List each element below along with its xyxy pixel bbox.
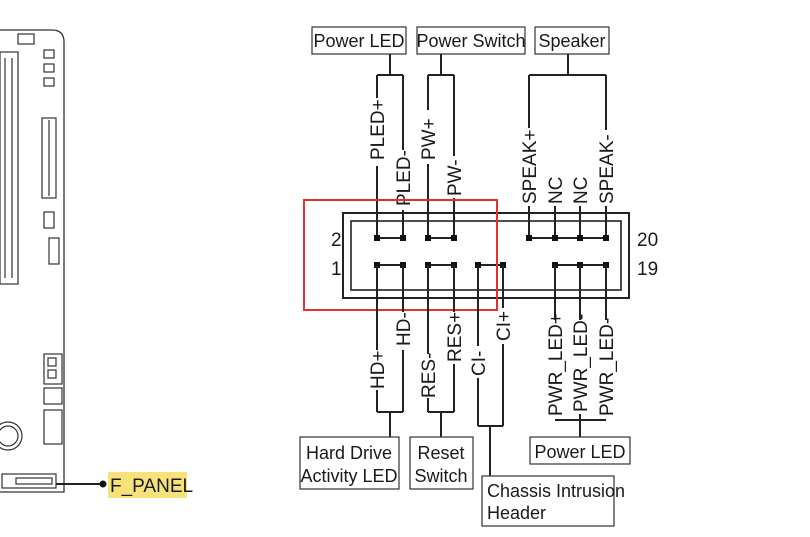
pin-label-speak-minus: SPEAK- (597, 134, 618, 204)
pin-label-pwr-led-minus-2: PWR_LED- (597, 318, 618, 416)
pin-label-ci-plus: CI+ (494, 311, 515, 341)
pin-label-res-minus: RES- (419, 353, 440, 398)
chassis-intrusion-label-line2: Header (487, 503, 546, 523)
reset-switch-label-line1: Reset (417, 443, 464, 463)
top-wiring (376, 54, 607, 238)
pin-number-1: 1 (331, 259, 342, 280)
pin-label-res-plus: RES+ (445, 312, 466, 362)
motherboard-outline (0, 29, 65, 493)
pin-number-19: 19 (637, 259, 658, 280)
pin-label-pled-minus: PLED- (394, 150, 415, 206)
pin-label-pw-minus: PW- (445, 159, 466, 196)
hard-drive-label-line2: Activity LED (300, 466, 397, 486)
power-led-bottom-label: Power LED (534, 442, 625, 462)
hard-drive-label-line1: Hard Drive (306, 443, 392, 463)
power-switch-group-label: Power Switch (416, 31, 525, 51)
pin-label-hd-plus: HD+ (368, 350, 389, 389)
top-group-boxes: Power LED Power Switch Speaker (311, 26, 610, 55)
power-led-group-label: Power LED (313, 31, 404, 51)
reset-switch-label-line2: Switch (414, 466, 467, 486)
bottom-group-boxes: Hard Drive Activity LED Reset Switch Cha… (299, 436, 631, 527)
pin-label-pwr-led-minus-1: PWR_LED- (571, 314, 592, 412)
bottom-wiring (376, 265, 607, 476)
pin-label-pled-plus: PLED+ (368, 99, 389, 160)
bottom-pin-labels: HD+ HD- RES- RES+ CI- CI+ PWR_LED+ PWR_L… (368, 311, 618, 416)
pin-number-2: 2 (331, 230, 342, 251)
pin-number-20: 20 (637, 230, 658, 251)
f-panel-header: 2 1 20 19 (331, 212, 658, 299)
f-panel-callout: F_PANEL (56, 472, 193, 498)
pin-label-ci-minus: CI- (469, 351, 490, 376)
f-panel-label: F_PANEL (110, 476, 193, 497)
pin-label-nc-2: NC (571, 177, 592, 204)
top-pin-labels: PLED+ PLED- PW+ PW- SPEAK+ NC NC SPEAK- (368, 99, 618, 206)
chassis-intrusion-label-line1: Chassis Intrusion (487, 481, 625, 501)
pin-label-pwr-led-plus: PWR_LED+ (546, 313, 567, 416)
top-row-pins (374, 235, 609, 241)
pin-label-speak-plus: SPEAK+ (520, 130, 541, 204)
speaker-group-label: Speaker (538, 31, 605, 51)
pin-label-nc-1: NC (546, 177, 567, 204)
highlight-box (303, 199, 498, 311)
pin-label-hd-minus: HD- (394, 312, 415, 346)
pin-label-pw-plus: PW+ (419, 118, 440, 160)
